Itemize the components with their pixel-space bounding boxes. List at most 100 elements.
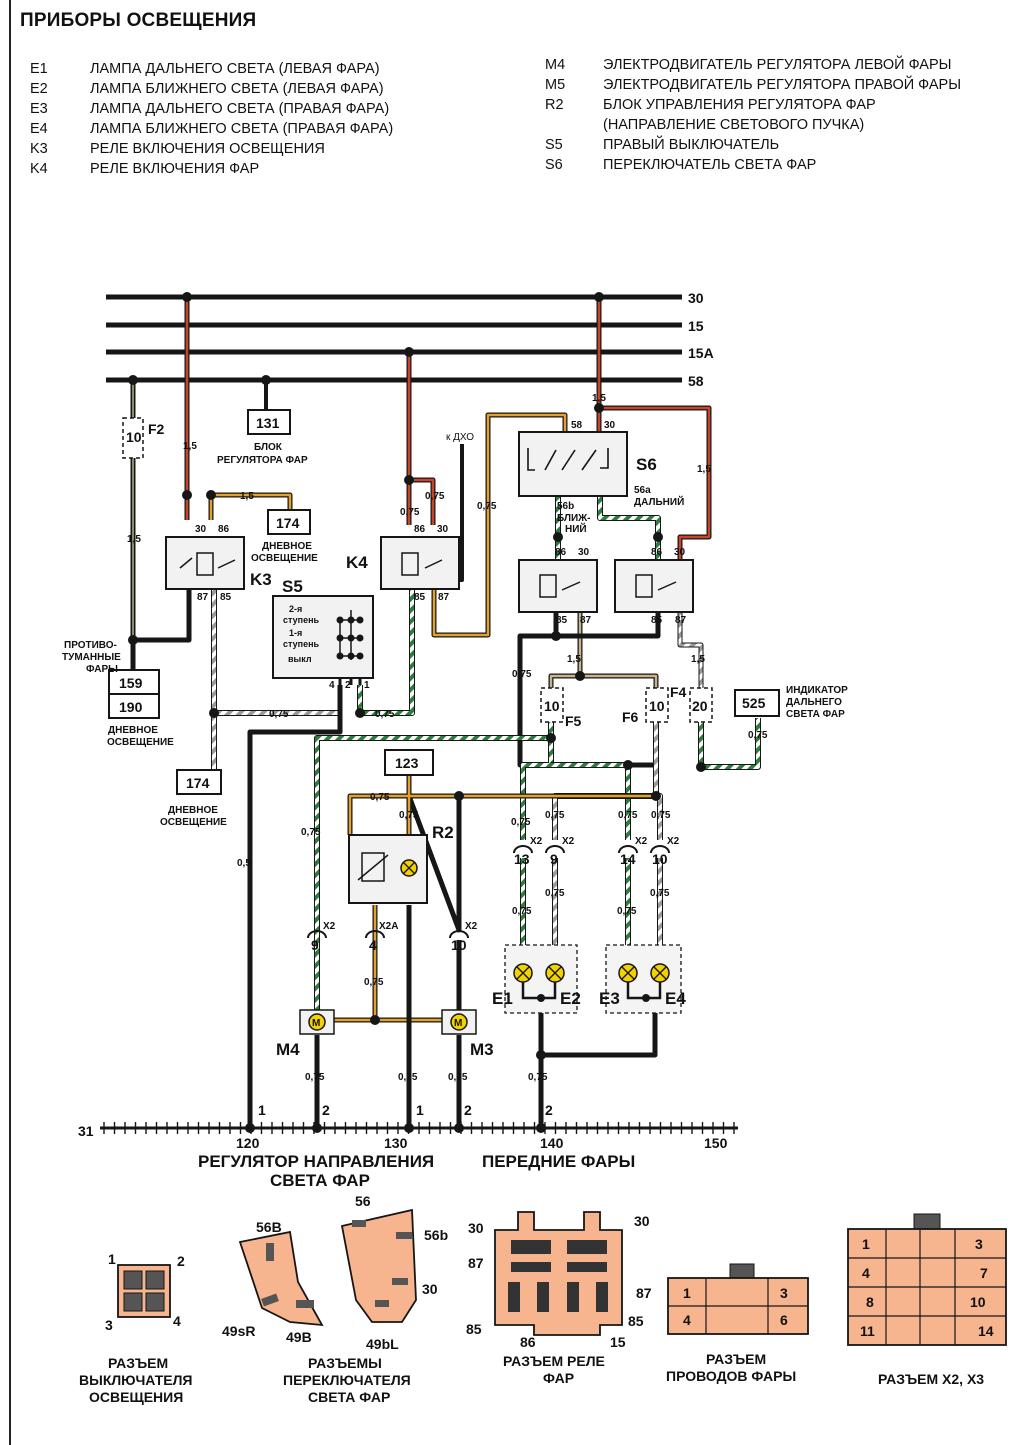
gauge-label: 1,5 bbox=[240, 491, 254, 502]
s6-far-label: 56a bbox=[634, 485, 651, 496]
gauge-label: 0,75 bbox=[618, 810, 638, 821]
relay-k4: K4 86 30 85 87 bbox=[346, 524, 460, 603]
legend-desc: ЛАМПА ДАЛЬНЕГО СВЕТА (ПРАВАЯ ФАРА) bbox=[90, 101, 390, 117]
s5-position: выкл bbox=[288, 654, 312, 664]
block-caption: ДНЕВНОЕ bbox=[262, 541, 312, 552]
bus-15a-label: 15A bbox=[688, 345, 714, 361]
relay-label: K4 bbox=[346, 553, 368, 572]
bus-30-label: 30 bbox=[688, 290, 704, 306]
block-caption: ТУМАННЫЕ bbox=[62, 652, 121, 663]
pin-label: 4 bbox=[173, 1313, 181, 1329]
pin-number: 87 bbox=[580, 615, 592, 626]
junction-dot bbox=[551, 631, 561, 641]
hook bbox=[545, 845, 565, 854]
power-buses: 30 15 15A 58 bbox=[106, 290, 714, 389]
s5-position: 2-я bbox=[289, 604, 302, 614]
pin-label: 30 bbox=[422, 1281, 438, 1297]
junction-dot bbox=[696, 762, 706, 772]
legend-desc: РЕЛЕ ВКЛЮЧЕНИЯ ОСВЕЩЕНИЯ bbox=[90, 141, 325, 157]
junction-dot bbox=[182, 490, 192, 500]
pin bbox=[567, 1262, 607, 1272]
gauge-label: 0,75 bbox=[477, 501, 497, 512]
pin-label: 1 bbox=[108, 1251, 116, 1267]
relay-coil bbox=[635, 574, 653, 598]
hook-pin: 9 bbox=[311, 937, 319, 953]
fuse-label: F5 bbox=[565, 713, 582, 729]
pin bbox=[567, 1282, 579, 1312]
pin bbox=[511, 1262, 551, 1272]
wire bbox=[551, 762, 631, 840]
pin-number: 85 bbox=[414, 592, 426, 603]
connector-relay: 30 30 87 87 85 86 15 85 РАЗЪЕМ РЕЛЕ ФАР bbox=[466, 1211, 652, 1386]
wire bbox=[678, 612, 703, 688]
gauge-label: 0,75 bbox=[448, 1072, 468, 1083]
junction-dot bbox=[404, 347, 414, 357]
pin-number: 85 bbox=[556, 615, 568, 626]
s6-far-label: ДАЛЬНИЙ bbox=[634, 495, 684, 508]
legend-code: M5 bbox=[545, 77, 566, 93]
legend-desc: БЛОК УПРАВЛЕНИЯ РЕГУЛЯТОРА ФАР bbox=[603, 97, 876, 113]
connector-headlamp-wires: 1 3 4 6 РАЗЪЕМ ПРОВОДОВ ФАРЫ bbox=[666, 1263, 809, 1384]
block-caption: СВЕТА ФАР bbox=[786, 709, 845, 720]
switch-s6: S6 58 30 56b БЛИЖ- НИЙ 56a ДАЛЬНИЙ bbox=[518, 420, 684, 535]
pin-number: 86 bbox=[414, 524, 426, 535]
bus-58-label: 58 bbox=[688, 373, 704, 389]
hook bbox=[513, 845, 533, 854]
hook bbox=[618, 845, 638, 854]
relay-label: K3 bbox=[250, 570, 272, 589]
s6-near-label: 56b bbox=[557, 501, 574, 512]
pin-label: 11 bbox=[860, 1323, 875, 1339]
hook-label: X2 bbox=[635, 836, 648, 847]
motor-symbol: M bbox=[312, 1018, 320, 1029]
pin-label: 30 bbox=[634, 1213, 650, 1229]
pin-number: 30 bbox=[604, 420, 616, 431]
junction-dot bbox=[594, 403, 604, 413]
pin-label: 49B bbox=[286, 1329, 312, 1345]
block-caption: ДНЕВНОЕ bbox=[168, 805, 218, 816]
ground-bus-label: 31 bbox=[78, 1123, 94, 1139]
connector-caption: РАЗЪЕМ bbox=[108, 1355, 168, 1371]
connector-caption: ПРОВОДОВ ФАРЫ bbox=[666, 1368, 796, 1384]
pin bbox=[396, 1232, 412, 1239]
block-caption: ФАРЫ bbox=[86, 664, 118, 675]
ground-tick-label: 150 bbox=[704, 1135, 728, 1151]
legend-code: E1 bbox=[30, 61, 48, 77]
gauge-label: 0,75 bbox=[651, 810, 671, 821]
connector-x2-x3: 1 3 4 7 8 10 11 14 РАЗЪЕМ X2, X3 bbox=[847, 1213, 1007, 1387]
wire bbox=[549, 612, 658, 688]
wire bbox=[698, 718, 761, 770]
gauge-label: 1,5 bbox=[697, 464, 711, 475]
pin-number: 86 bbox=[651, 547, 663, 558]
switch-label: S6 bbox=[636, 455, 657, 474]
pin-number: 30 bbox=[578, 547, 590, 558]
pin-label: 8 bbox=[866, 1294, 874, 1310]
block-caption: ПРОТИВО- bbox=[64, 640, 117, 651]
fuse-f4: 20 F4 bbox=[670, 684, 713, 723]
gauge-label: 0,75 bbox=[512, 669, 532, 680]
block-number: 174 bbox=[186, 775, 210, 791]
gauge-label: 0,75 bbox=[370, 792, 390, 803]
wire bbox=[699, 718, 760, 769]
junction-dot bbox=[370, 1015, 380, 1025]
hook-pin: 9 bbox=[550, 851, 558, 867]
ground-pin: 1 bbox=[416, 1102, 424, 1118]
legend-code: E3 bbox=[30, 101, 48, 117]
ground-pin: 2 bbox=[545, 1102, 553, 1118]
fuse-label: F2 bbox=[148, 421, 165, 437]
junction-dot bbox=[546, 733, 556, 743]
connector-hook-labels: X2 9 X2A 4 X2 10 X2 13 X2 9 X2 14 X2 10 bbox=[311, 836, 680, 953]
ground-tick-label: 120 bbox=[236, 1135, 260, 1151]
pin-label: 30 bbox=[468, 1220, 484, 1236]
gauge-label: 0,75 bbox=[399, 810, 419, 821]
legend-code: E2 bbox=[30, 81, 48, 97]
dho-label: к ДХО bbox=[446, 432, 474, 443]
wire bbox=[315, 722, 553, 1016]
pin-number: 58 bbox=[571, 420, 583, 431]
control-unit-r2: R2 bbox=[348, 823, 454, 904]
s5-position: ступень bbox=[283, 615, 320, 625]
legend-code: M4 bbox=[545, 57, 566, 73]
hook-pin: 10 bbox=[451, 937, 467, 953]
pin bbox=[123, 1292, 143, 1312]
gauge-label: 0,75 bbox=[617, 906, 637, 917]
ground-pin: 1 bbox=[258, 1102, 266, 1118]
